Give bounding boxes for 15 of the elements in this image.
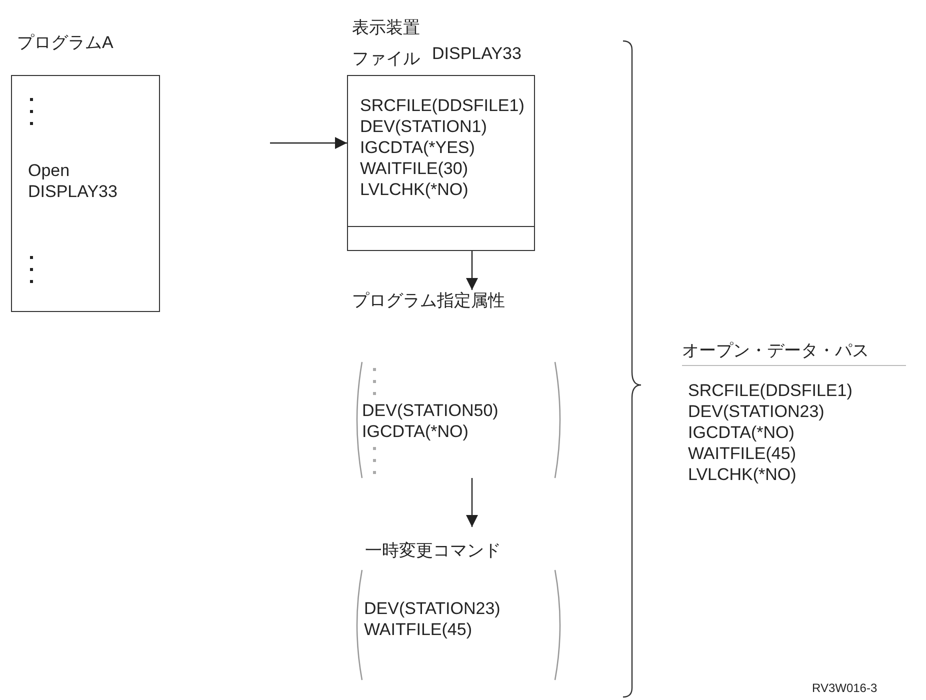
figure-code: RV3W016-3 bbox=[812, 681, 878, 695]
attribute-list: SRCFILE(DDSFILE1) DEV(STATION23) IGCDTA(*NO) WAITFILE(45) LVLCHK(*NO) bbox=[688, 380, 852, 485]
section-title: 一時変更コマンド bbox=[365, 540, 501, 561]
file-name: DISPLAY33 bbox=[432, 43, 522, 64]
section-title: プログラム指定属性 bbox=[352, 290, 505, 311]
arrow bbox=[466, 251, 478, 290]
file-title: 表示装置ファイル bbox=[352, 17, 421, 70]
attribute-list: DEV(STATION23) WAITFILE(45) bbox=[364, 598, 500, 640]
attribute-list: SRCFILE(DDSFILE1) DEV(STATION1) IGCDTA(*YES) WAITFILE(30) LVLCHK(*NO) bbox=[360, 95, 524, 200]
arrow bbox=[466, 478, 478, 527]
attribute-list: DEV(STATION50) IGCDTA(*NO) bbox=[362, 400, 498, 442]
arrow bbox=[270, 137, 347, 149]
program-title: プログラムA bbox=[17, 32, 114, 53]
code-line: Open DISPLAY33 bbox=[28, 160, 118, 202]
section-title: オープン・データ・パス bbox=[682, 340, 869, 361]
